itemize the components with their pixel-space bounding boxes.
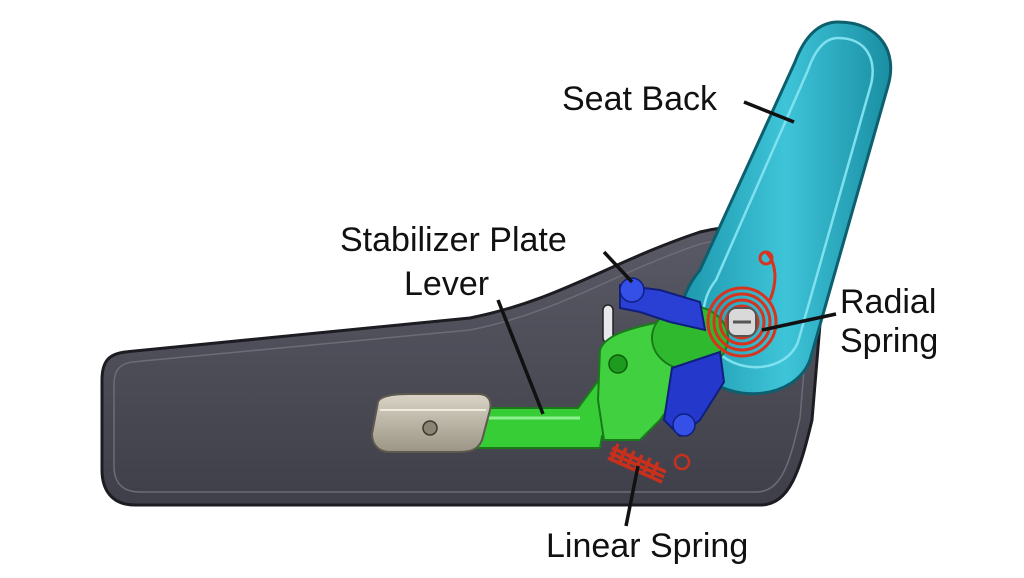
lever-pivot-bolt bbox=[608, 354, 628, 374]
linear-spring-hook bbox=[673, 453, 691, 471]
seat-back-leader bbox=[743, 100, 795, 124]
lever-label: Lever bbox=[404, 265, 490, 303]
handle-screw bbox=[422, 420, 438, 436]
linear-spring-label: Linear Spring bbox=[546, 527, 749, 565]
radial-spring-label-line1: Radial bbox=[840, 283, 937, 321]
stabilizer-leader bbox=[602, 250, 634, 284]
radial-spring-label-line2: Spring bbox=[840, 322, 939, 361]
radial-spring-label: Radial Spring bbox=[840, 283, 938, 361]
lever-leader bbox=[496, 299, 545, 415]
linear-spring-leader bbox=[624, 465, 640, 527]
radial-spring bbox=[706, 250, 778, 358]
radial-spring-leader bbox=[761, 312, 837, 332]
base-plate-inner-edge bbox=[113, 239, 811, 493]
stabilizer-lower-bolt bbox=[672, 413, 696, 437]
seat-back-label: Seat Back bbox=[562, 80, 717, 118]
stabilizer-plate-label: Stabilizer Plate bbox=[340, 221, 567, 259]
stabilizer-upper-bolt bbox=[619, 277, 645, 303]
